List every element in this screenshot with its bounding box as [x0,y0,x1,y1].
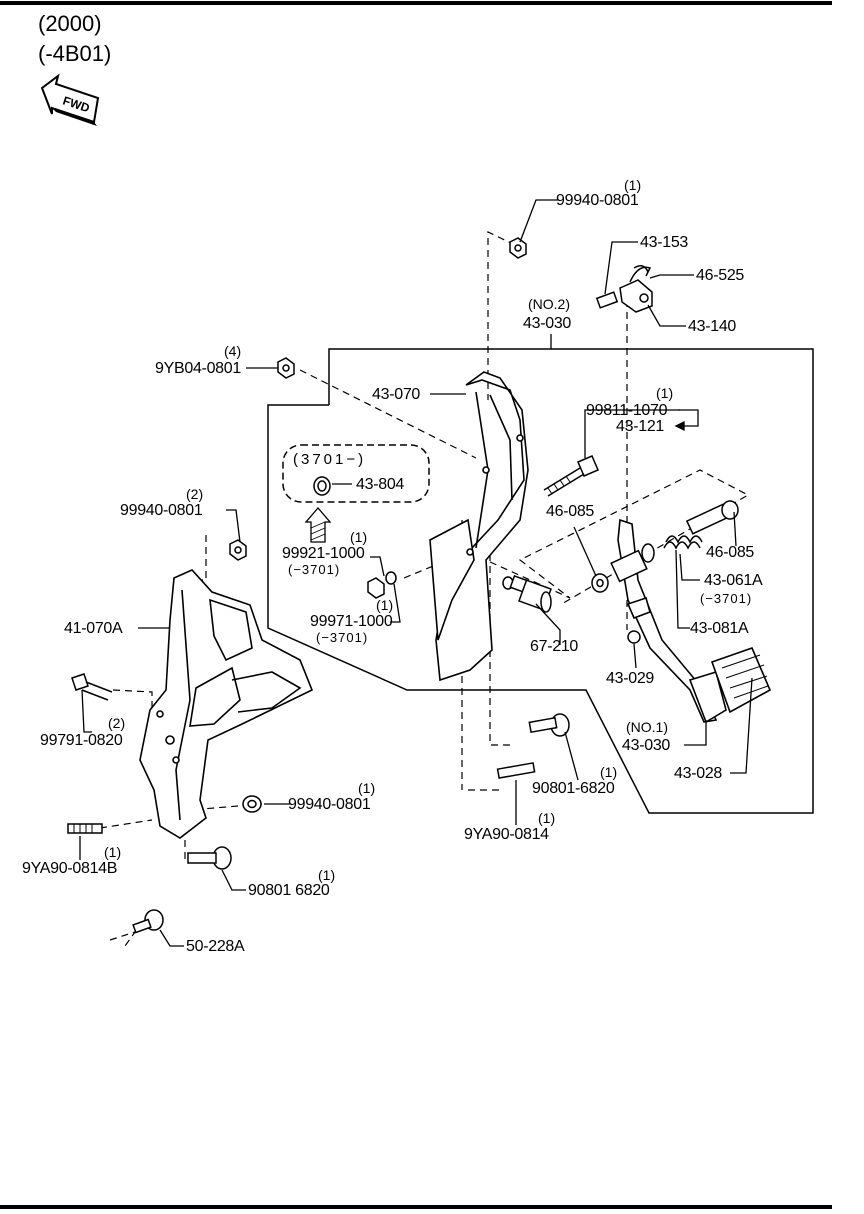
part-90801-6820-mid[interactable]: 90801-6820 [532,780,615,797]
nut-top [509,237,527,259]
qty-99940-0801-low: (1) [358,780,376,796]
part-99940-0801-left[interactable]: 99940-0801 [120,502,203,519]
bolt-50-228a [132,909,164,934]
note-43-030-no1: (NO.1) [626,719,668,735]
part-43-061a[interactable]: 43-061A [704,572,763,589]
nut-9yb04 [277,357,295,379]
revision-box [282,444,430,503]
qty-99811-1070: (1) [656,385,674,401]
collar-43-804 [313,476,331,496]
bolt-99811-1070 [543,455,599,497]
part-41-070a[interactable]: 41-070A [64,620,123,637]
pedal-arm [617,518,772,724]
part-43-140[interactable]: 43-140 [688,318,737,335]
qty-99971-1000: (1) [376,597,394,613]
clevis-assembly [595,265,653,313]
part-99921-1000[interactable]: 99921-1000 [282,545,365,562]
pivot-parts [591,500,739,644]
part-46-085-a[interactable]: 46-085 [546,503,595,520]
qty-90801-6820-mid: (1) [600,764,618,780]
part-43-081a[interactable]: 43-081A [690,620,749,637]
part-99940-0801-top[interactable]: 99940-0801 [556,192,639,209]
part-99811-1070[interactable]: 99811-1070 [586,402,668,419]
part-90801-6820-low[interactable]: 90801 6820 [248,882,330,899]
part-43-070[interactable]: 43-070 [372,386,421,403]
part-43-030-no1[interactable]: 43-030 [622,737,671,754]
qty-99791-0820: (2) [108,715,126,731]
part-43-153[interactable]: 43-153 [640,234,689,251]
part-43-804[interactable]: 43-804 [356,476,405,493]
part-67-210[interactable]: 67-210 [530,638,579,655]
note-99921-1000: (−3701) [288,562,341,577]
hatched-arrow-icon [304,507,332,543]
part-99791-0820[interactable]: 99791-0820 [40,732,123,749]
part-99971-1000[interactable]: 99971-1000 [310,613,393,630]
nut-left [229,539,247,561]
bolt-90801-low [187,846,232,870]
part-43-030-no2[interactable]: 43-030 [523,315,572,332]
leader-lines [79,199,753,947]
assembly-boundary [267,348,814,814]
part-43-028[interactable]: 43-028 [674,765,723,782]
qty-99940-0801-left: (2) [186,486,204,502]
qty-99921-1000: (1) [350,529,368,545]
qty-9yb04-0801: (4) [224,343,242,359]
part-46-085-b[interactable]: 46-085 [706,544,755,561]
model-code: (-4B01) [38,41,112,66]
fwd-arrow-icon: FWD [40,73,100,126]
qty-99940-0801-top: (1) [624,177,642,193]
part-46-525[interactable]: 46-525 [696,267,745,284]
part-43-121[interactable]: 43-121 [616,418,665,435]
nuts-pair [367,571,397,599]
switch-67-210 [502,575,552,613]
bracket-43-070 [429,371,529,682]
bolt-99791 [71,673,113,701]
qty-9ya90-0814: (1) [538,810,556,826]
note-43-061a: (−3701) [700,591,753,606]
bracket-41-070a [139,569,314,839]
part-43-029[interactable]: 43-029 [606,670,655,687]
bolt-90801-mid [528,713,570,737]
part-9ya90-0814[interactable]: 9YA90-0814 [464,826,549,843]
qty-9ya90-0814b: (1) [104,844,122,860]
part-99940-0801-low[interactable]: 99940-0801 [288,796,371,813]
stud-9ya90-mid [496,762,536,779]
qty-90801-6820-low: (1) [318,867,336,883]
model-year: (2000) [38,11,102,36]
stud-9ya90-left [67,823,103,834]
note-99971-1000: (−3701) [316,630,369,645]
part-9yb04-0801[interactable]: 9YB04-0801 [155,360,241,377]
part-9ya90-0814b[interactable]: 9YA90-0814B [22,860,118,877]
revision-note-3701: (3701−) [293,451,367,468]
note-43-030-no2: (NO.2) [528,296,570,312]
nut-low [242,795,262,813]
part-50-228a[interactable]: 50-228A [186,938,245,955]
